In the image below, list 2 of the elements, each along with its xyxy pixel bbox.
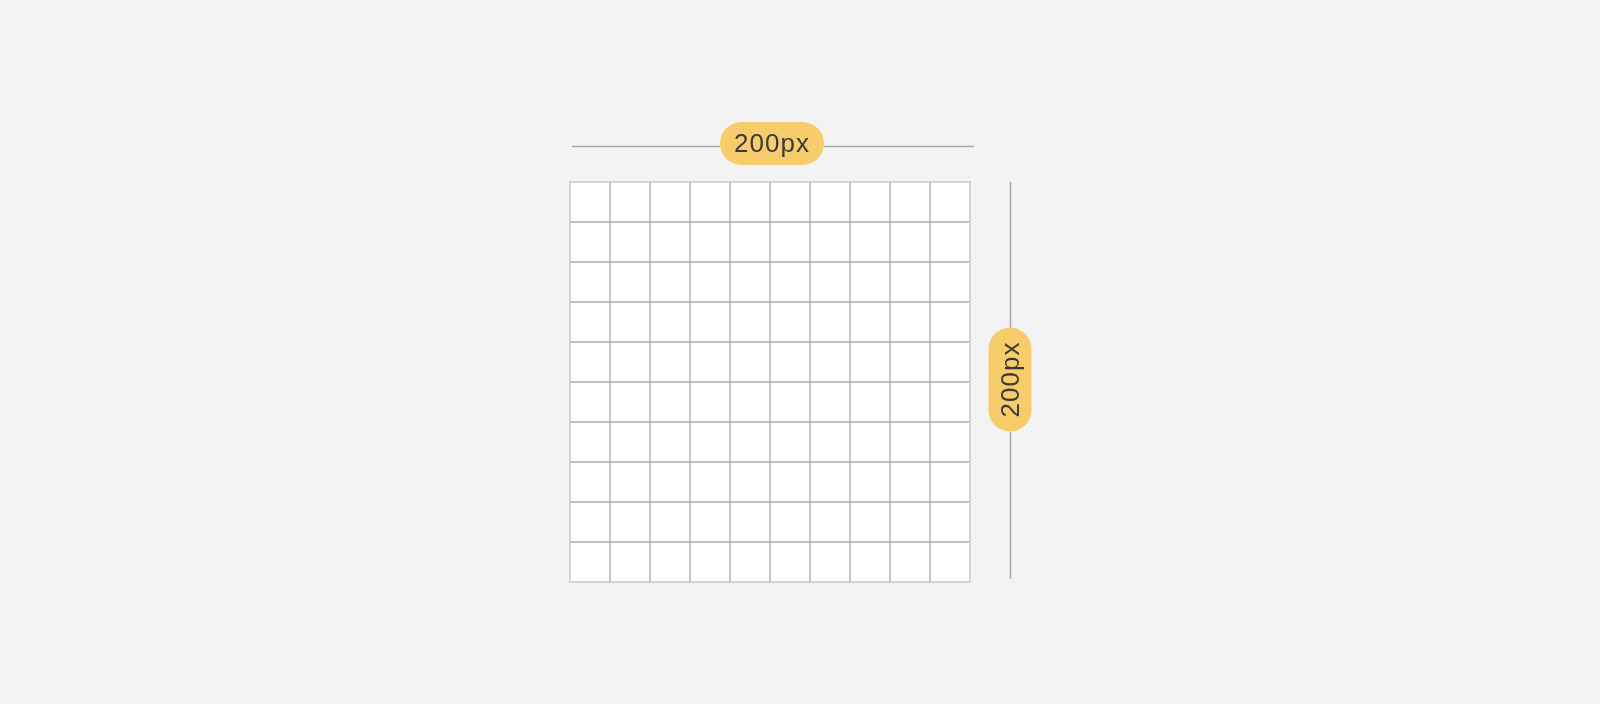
dimension-label: 200px	[988, 327, 1032, 432]
dimension-label: 200px	[720, 122, 824, 165]
